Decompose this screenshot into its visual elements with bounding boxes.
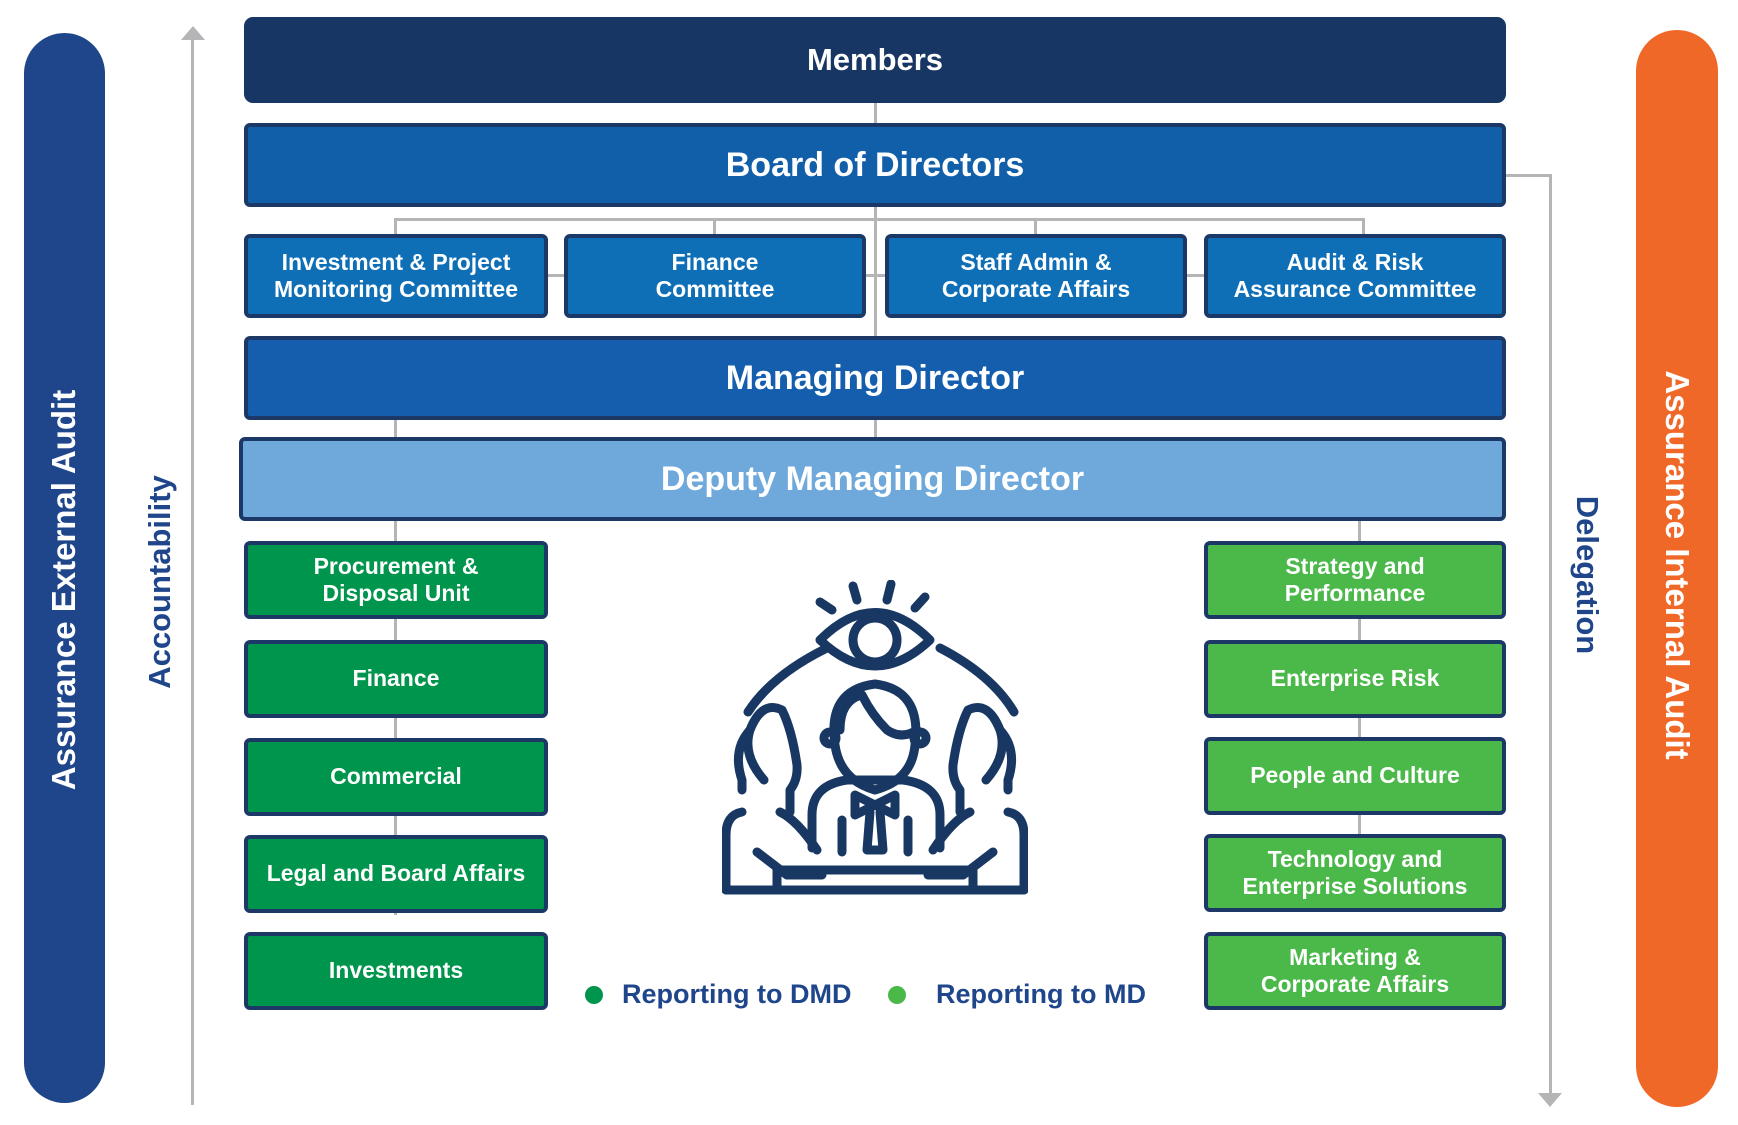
committee-label-line2: Assurance Committee — [1233, 276, 1477, 302]
committee-label-line1: Investment & Project — [281, 248, 511, 275]
governance-oversight-icon — [722, 580, 1028, 895]
committee-label-line2: Corporate Affairs — [941, 276, 1131, 302]
dept-label-line1: Marketing & — [1289, 943, 1421, 970]
board-of-directors-box[interactable]: Board of Directors — [244, 123, 1506, 207]
connector-committees-horizontal — [394, 218, 1365, 221]
dept-label: Enterprise Risk — [1270, 665, 1440, 692]
dept-procurement-disposal[interactable]: Procurement &Disposal Unit — [244, 541, 548, 619]
accountability-label: Accountability — [142, 475, 177, 689]
dept-label-line2: Corporate Affairs — [1260, 971, 1450, 997]
left-person — [743, 703, 802, 817]
dept-label: Investments — [328, 957, 464, 984]
committee-label-line1: Staff Admin & — [960, 248, 1112, 275]
internal-audit-bar — [1636, 30, 1718, 1107]
accountability-arrowhead-icon — [181, 26, 205, 40]
oversight-arc-left — [743, 643, 832, 717]
dept-investments[interactable]: Investments — [244, 932, 548, 1010]
eye-icon — [815, 608, 935, 671]
eye-pupil — [848, 613, 902, 667]
dept-label: Legal and Board Affairs — [266, 860, 526, 887]
committee-staff-admin-corporate-affairs[interactable]: Staff Admin &Corporate Affairs — [885, 234, 1187, 318]
connector-committee-3 — [1034, 218, 1037, 236]
connector-committees-mid — [547, 274, 1207, 277]
dept-label-line2: Enterprise Solutions — [1242, 873, 1468, 899]
delegation-arrow-line — [1549, 174, 1552, 1094]
connector-committee-1 — [394, 218, 397, 236]
dept-finance[interactable]: Finance — [244, 640, 548, 718]
dept-marketing-corporate-affairs[interactable]: Marketing &Corporate Affairs — [1204, 932, 1506, 1010]
connector-committee-2 — [713, 218, 716, 236]
deputy-managing-director-box[interactable]: Deputy Managing Director — [239, 437, 1506, 521]
dept-label: Commercial — [330, 763, 462, 790]
connector-md-dmd-left — [394, 419, 397, 438]
committee-label-line2: Committee — [655, 276, 775, 302]
committee-label-line1: Audit & Risk — [1286, 248, 1424, 275]
legend-dot-dmd — [585, 986, 603, 1004]
dept-enterprise-risk[interactable]: Enterprise Risk — [1204, 640, 1506, 718]
dept-commercial[interactable]: Commercial — [244, 738, 548, 816]
dept-label-line1: Procurement & — [313, 552, 479, 579]
legend-label-md: Reporting to MD — [936, 979, 1146, 1009]
external-audit-bar — [24, 33, 105, 1103]
internal-audit-label: Assurance Internal Audit — [1659, 370, 1696, 760]
connector-board-committees — [874, 206, 877, 337]
dept-label: Finance — [352, 665, 440, 692]
accountability-arrow-line — [191, 38, 194, 1105]
connector-md-dmd-center — [874, 419, 877, 438]
external-audit-label: Assurance External Audit — [45, 389, 82, 791]
delegation-label: Delegation — [1570, 495, 1605, 655]
table — [722, 865, 1028, 895]
dept-label-line1: Technology and — [1267, 845, 1443, 872]
right-person — [948, 703, 1007, 817]
legend-dot-md — [888, 986, 906, 1004]
managing-director-box[interactable]: Managing Director — [244, 336, 1506, 420]
committee-label-line2: Monitoring Committee — [273, 276, 519, 302]
oversight-arc-right — [935, 643, 1019, 717]
dept-people-culture[interactable]: People and Culture — [1204, 737, 1506, 815]
members-box[interactable]: Members — [244, 17, 1506, 103]
committee-label-line1: Finance — [671, 248, 759, 275]
dept-label-line2: Performance — [1284, 580, 1426, 606]
delegation-arrowhead-icon — [1538, 1093, 1562, 1107]
delegation-connector-horizontal — [1506, 174, 1552, 177]
dept-legal-board-affairs[interactable]: Legal and Board Affairs — [244, 835, 548, 913]
dept-label-line2: Disposal Unit — [322, 580, 470, 606]
legend-label-dmd: Reporting to DMD — [622, 979, 852, 1009]
connector-committee-4 — [1362, 218, 1365, 236]
dept-label-line1: Strategy and — [1285, 552, 1425, 579]
connector-members-board — [874, 102, 877, 124]
dept-label: People and Culture — [1250, 762, 1460, 789]
center-person-body — [807, 775, 945, 853]
